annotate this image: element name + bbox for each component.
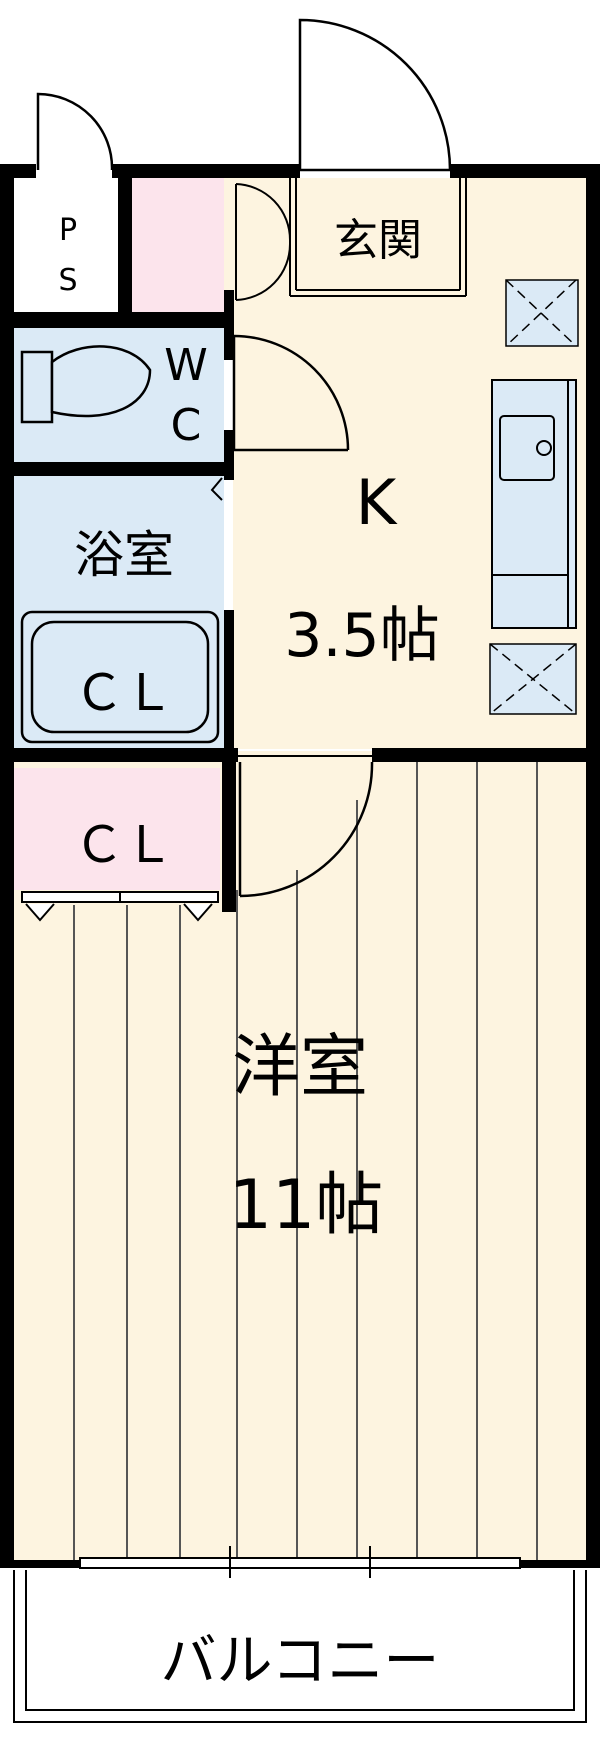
floorboard-lines (73, 760, 538, 1565)
bath-label: 浴室 (74, 526, 174, 584)
ps-door (36, 92, 114, 171)
western-room-label: 洋室 (232, 1028, 368, 1107)
bathtub-fixture (20, 610, 220, 744)
toilet-fixture (20, 345, 152, 424)
wc-door (232, 334, 350, 452)
wall-ps-divider (118, 178, 132, 312)
vent-icon (489, 643, 577, 715)
entrance-door (298, 18, 452, 172)
kitchen-counter (491, 379, 577, 629)
wall-bath-bottom (14, 748, 238, 762)
closet-label: ＣＬ (74, 816, 174, 874)
wall-kitchen-bottom (372, 748, 586, 762)
ps-label-p: P (59, 213, 77, 248)
wc-label-w: W (164, 340, 208, 391)
wall-top (112, 164, 300, 178)
wall-ps-bottom (14, 312, 234, 328)
balcony-railing (13, 1570, 587, 1723)
wall-outer-right (586, 164, 600, 1567)
wc-label-c: C (171, 400, 202, 451)
closet-doors (21, 891, 219, 922)
wall-outer-left (0, 164, 14, 1567)
closet-area (14, 768, 220, 890)
balcony-label: バルコニー (161, 1629, 440, 1694)
balcony-window (79, 1546, 521, 1578)
wall-bottom (520, 1560, 600, 1568)
ps-label-s: S (58, 263, 77, 298)
wall-top (0, 164, 36, 178)
wall-wc-bottom (14, 462, 234, 476)
kitchen-size: 3.5帖 (284, 601, 439, 671)
entrance-label: 玄関 (334, 215, 422, 266)
western-room-size: 11帖 (229, 1166, 384, 1245)
wall-closet-right (222, 762, 236, 912)
wall-bottom (0, 1560, 80, 1568)
wall-top (450, 164, 600, 178)
storage-pink-area (130, 178, 224, 312)
shoe-cabinet-doors (235, 183, 291, 301)
western-door (238, 761, 374, 898)
wall-wet-right (224, 610, 234, 760)
entrance-floor (224, 178, 324, 290)
kitchen-label: K (356, 466, 398, 539)
bath-door-mark (210, 477, 223, 501)
wall-wet-right (224, 430, 234, 480)
ps-area (14, 178, 120, 312)
bath-closet-label: ＣＬ (74, 664, 174, 722)
walls (0, 164, 600, 1568)
wall-wet-right (224, 290, 234, 360)
vent-icon (505, 279, 579, 347)
